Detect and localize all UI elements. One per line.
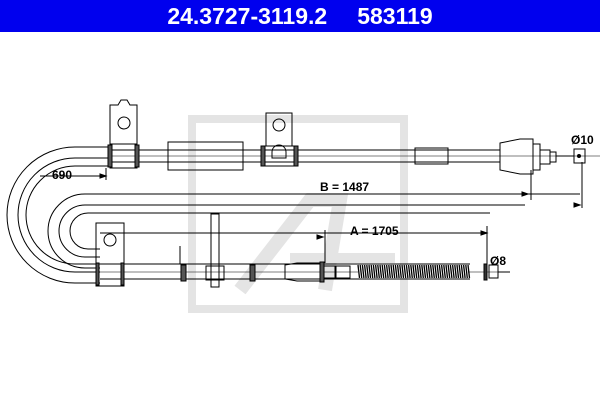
part-number: 24.3727-3119.2 — [167, 2, 328, 29]
dimension-690: 690 — [52, 168, 73, 182]
diameter-bottom: Ø8 — [490, 254, 507, 268]
watermark-logo — [188, 115, 408, 313]
dimension-b: B = 1487 — [320, 180, 370, 194]
title-bar: 24.3727-3119.2 583119 — [0, 0, 600, 32]
article-number: 583119 — [357, 2, 433, 29]
dimension-a: A = 1705 — [350, 224, 399, 238]
diameter-top: Ø10 — [571, 133, 594, 147]
